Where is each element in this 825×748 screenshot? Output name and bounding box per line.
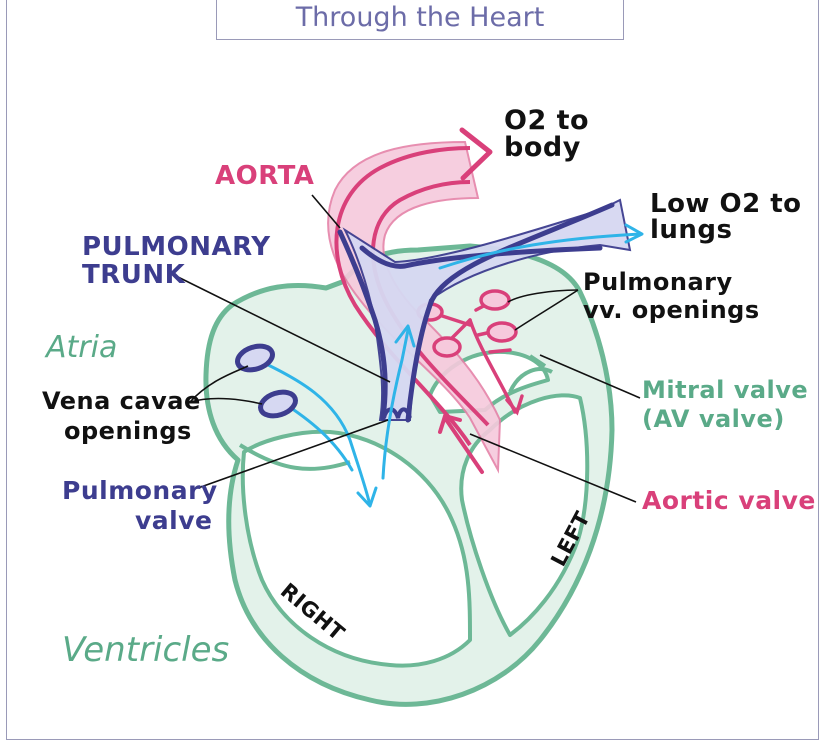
label-vena-cavae-line1: Vena cavae xyxy=(42,389,201,413)
label-aortic-valve: Aortic valve xyxy=(642,488,816,513)
label-mitral-valve-line1: Mitral valve xyxy=(642,378,808,402)
pulmonary-vein-opening xyxy=(434,338,460,356)
pulmonary-vein-opening xyxy=(488,323,516,341)
label-vena-cavae-line2: openings xyxy=(64,419,192,443)
label-low-o2-line2: lungs xyxy=(650,217,733,243)
label-mitral-valve-line2: (AV valve) xyxy=(642,407,785,431)
label-atria: Atria xyxy=(46,333,117,363)
label-pulmonary-valve-line2: valve xyxy=(135,508,213,533)
label-aorta: AORTA xyxy=(215,163,314,189)
label-low-o2-line1: Low O2 to xyxy=(650,191,802,217)
label-o2-to-body-line2: body xyxy=(504,134,581,161)
label-pulmonary-vv-line2: vv. openings xyxy=(583,298,760,322)
label-ventricles: Ventricles xyxy=(62,633,229,667)
pulmonary-vein-opening xyxy=(481,291,509,309)
label-pulmonary-vv-line1: Pulmonary xyxy=(583,270,733,294)
label-pulmonary-trunk-line2: TRUNK xyxy=(82,262,185,288)
label-o2-to-body-line1: O2 to xyxy=(504,107,589,134)
label-pulmonary-valve-line1: Pulmonary xyxy=(62,478,218,503)
label-pulmonary-trunk-line1: PULMONARY xyxy=(82,234,271,260)
